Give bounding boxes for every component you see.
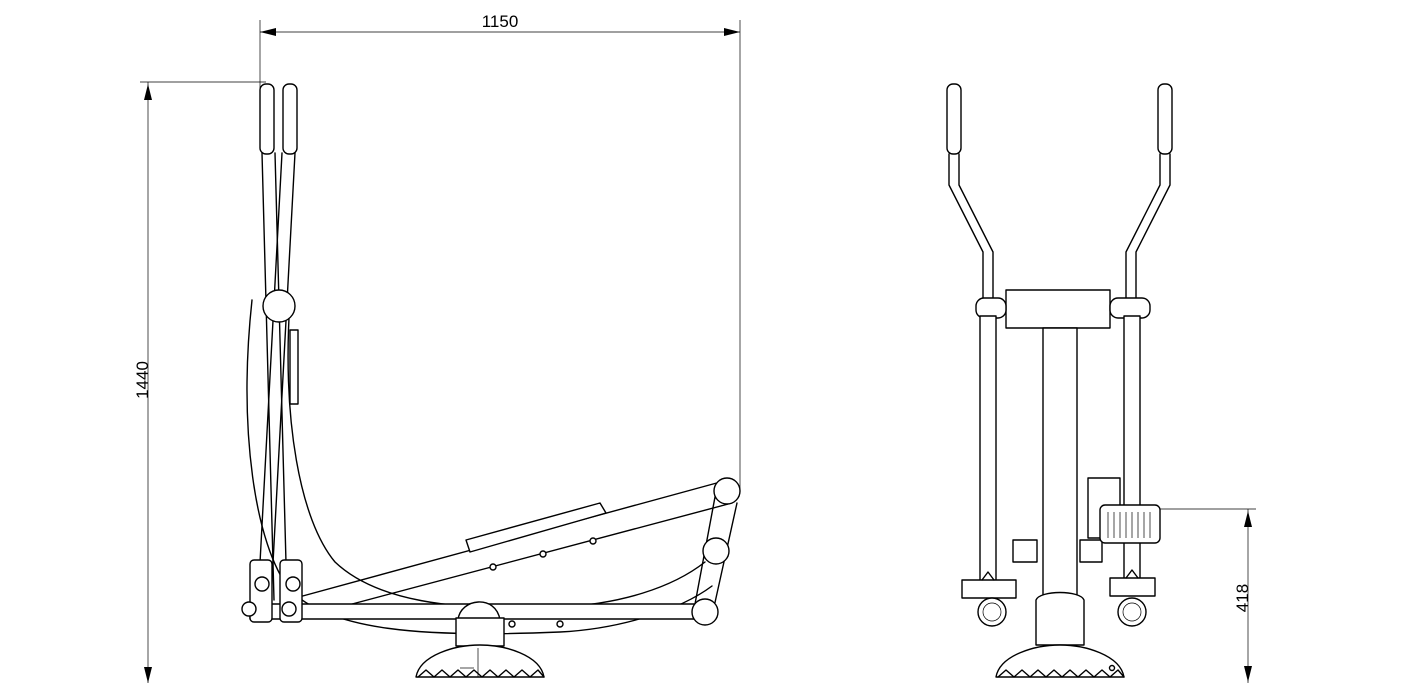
dimension-pedal-height: 418 xyxy=(1160,508,1256,683)
dimension-height: 1440 xyxy=(133,81,266,683)
dimension-height-label: 1440 xyxy=(133,361,152,399)
dimension-width-label: 1150 xyxy=(482,12,519,31)
side-view xyxy=(241,83,741,678)
front-view xyxy=(946,83,1173,678)
dimension-width: 1150 xyxy=(259,12,741,490)
dimension-pedal-label: 418 xyxy=(1233,584,1252,612)
